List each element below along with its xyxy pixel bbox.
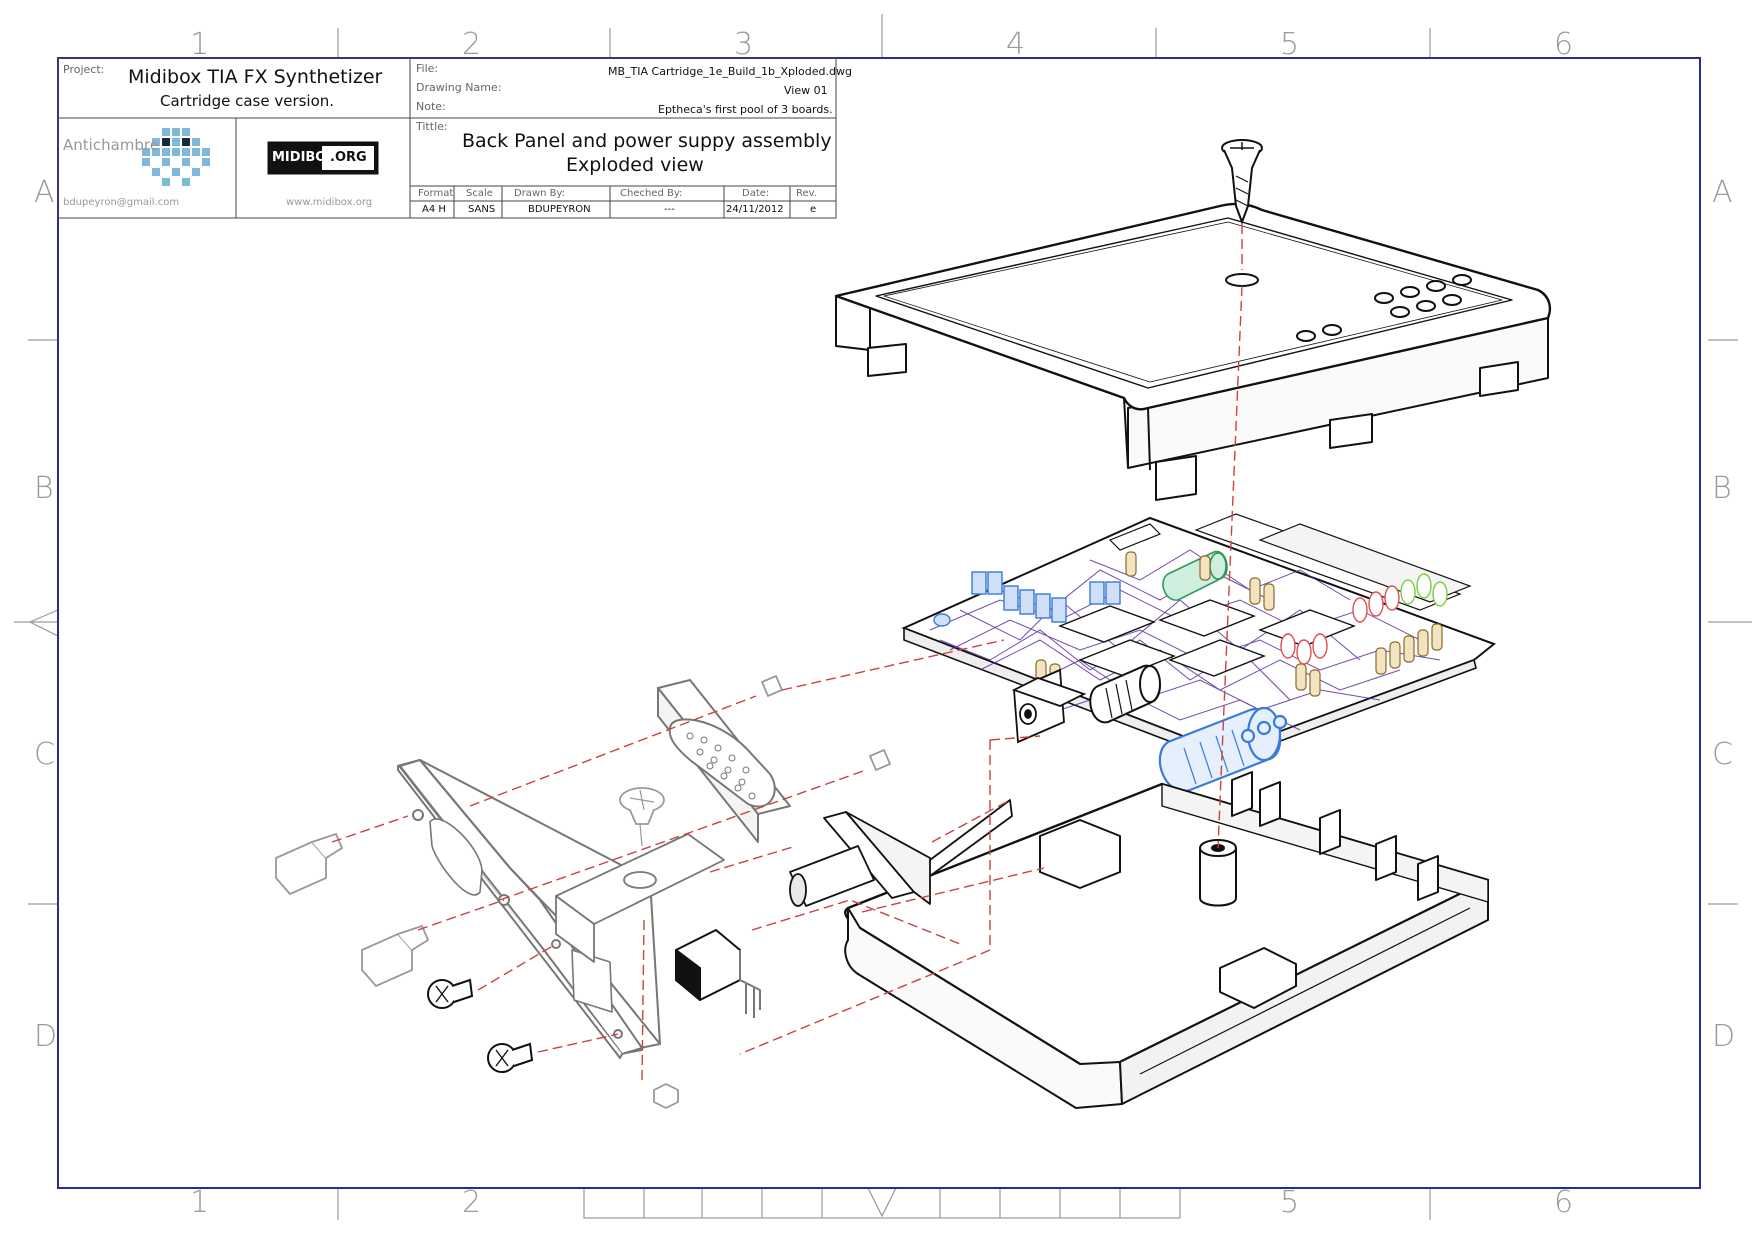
panel-screws (427, 978, 534, 1073)
rev-value: e (810, 204, 817, 215)
scale-value: SANS (468, 204, 496, 215)
zone-col-5-top: 5 (1280, 27, 1300, 62)
main-pcb (901, 513, 1497, 793)
drawing-name-value: View 01 (784, 84, 828, 97)
drawing-frame (57, 57, 1701, 1189)
author-name: Antichambre (63, 136, 159, 154)
date-label: Date: (742, 188, 770, 199)
rev-label: Rev. (796, 188, 817, 199)
zone-row-b-left: B (34, 471, 54, 506)
zone-ticks (14, 14, 1752, 1220)
explode-lines (331, 224, 1243, 1081)
top-screw (1221, 139, 1263, 225)
zone-col-1-bottom: 1 (190, 1185, 210, 1220)
checked-label: Cheched By: (620, 188, 683, 199)
mascot-invader-icon (142, 128, 210, 186)
usb-connector (675, 929, 761, 1018)
drawing-name-label: Drawing Name: (416, 81, 502, 94)
zone-col-2-top: 2 (462, 27, 482, 62)
date-value: 24/11/2012 (726, 204, 784, 215)
back-panel (397, 759, 661, 1059)
spacer-hex (275, 674, 892, 1110)
zone-row-d-right: D (1712, 1019, 1736, 1054)
mounting-bracket (555, 833, 725, 963)
project-title: Midibox TIA FX Synthetizer (128, 66, 383, 88)
title-label: Tittle: (416, 120, 448, 133)
checked-value: --- (664, 204, 675, 215)
power-switch (789, 799, 1013, 907)
file-value: MB_TIA Cartridge_1e_Build_1b_Xploded.dwg (608, 65, 852, 78)
zone-row-a-left: A (34, 175, 55, 210)
drawn-label: Drawn By: (514, 188, 566, 199)
logo-text-left: MIDIBOX (272, 150, 336, 165)
zone-row-c-right: C (1712, 737, 1733, 772)
website: www.midibox.org (286, 197, 373, 208)
zone-col-6-bottom: 6 (1554, 1185, 1574, 1220)
top-lid (834, 202, 1552, 501)
zone-row-d-left: D (34, 1019, 58, 1054)
file-label: File: (416, 62, 439, 75)
project-label: Project: (63, 63, 105, 76)
zone-col-2-bottom: 2 (462, 1185, 482, 1220)
format-value: A4 H (422, 204, 446, 215)
zone-row-b-right: B (1712, 471, 1732, 506)
zone-col-6-top: 6 (1554, 27, 1574, 62)
zone-row-a-right: A (1712, 175, 1733, 210)
bracket-screw (619, 787, 665, 847)
title-line-2: Exploded view (566, 154, 704, 176)
zone-col-3-top: 3 (734, 27, 754, 62)
format-label: Format (418, 188, 454, 199)
note-value: Eptheca's first pool of 3 boards. (658, 103, 833, 116)
db15-connector (657, 679, 791, 843)
author-email: bdupeyron@gmail.com (63, 197, 180, 208)
project-subtitle: Cartridge case version. (160, 92, 335, 110)
zone-col-1-top: 1 (190, 27, 210, 62)
scale-label: Scale (466, 188, 493, 199)
title-block-grid (57, 57, 837, 219)
logo-text-right: .ORG (330, 150, 367, 165)
title-line-1: Back Panel and power suppy assembly (462, 130, 832, 152)
note-label: Note: (416, 100, 446, 113)
zone-row-c-left: C (34, 737, 55, 772)
zone-col-4-top: 4 (1006, 27, 1026, 62)
bottom-case (844, 771, 1490, 1109)
zone-col-5-bottom: 5 (1280, 1185, 1300, 1220)
drawn-value: BDUPEYRON (528, 204, 591, 215)
